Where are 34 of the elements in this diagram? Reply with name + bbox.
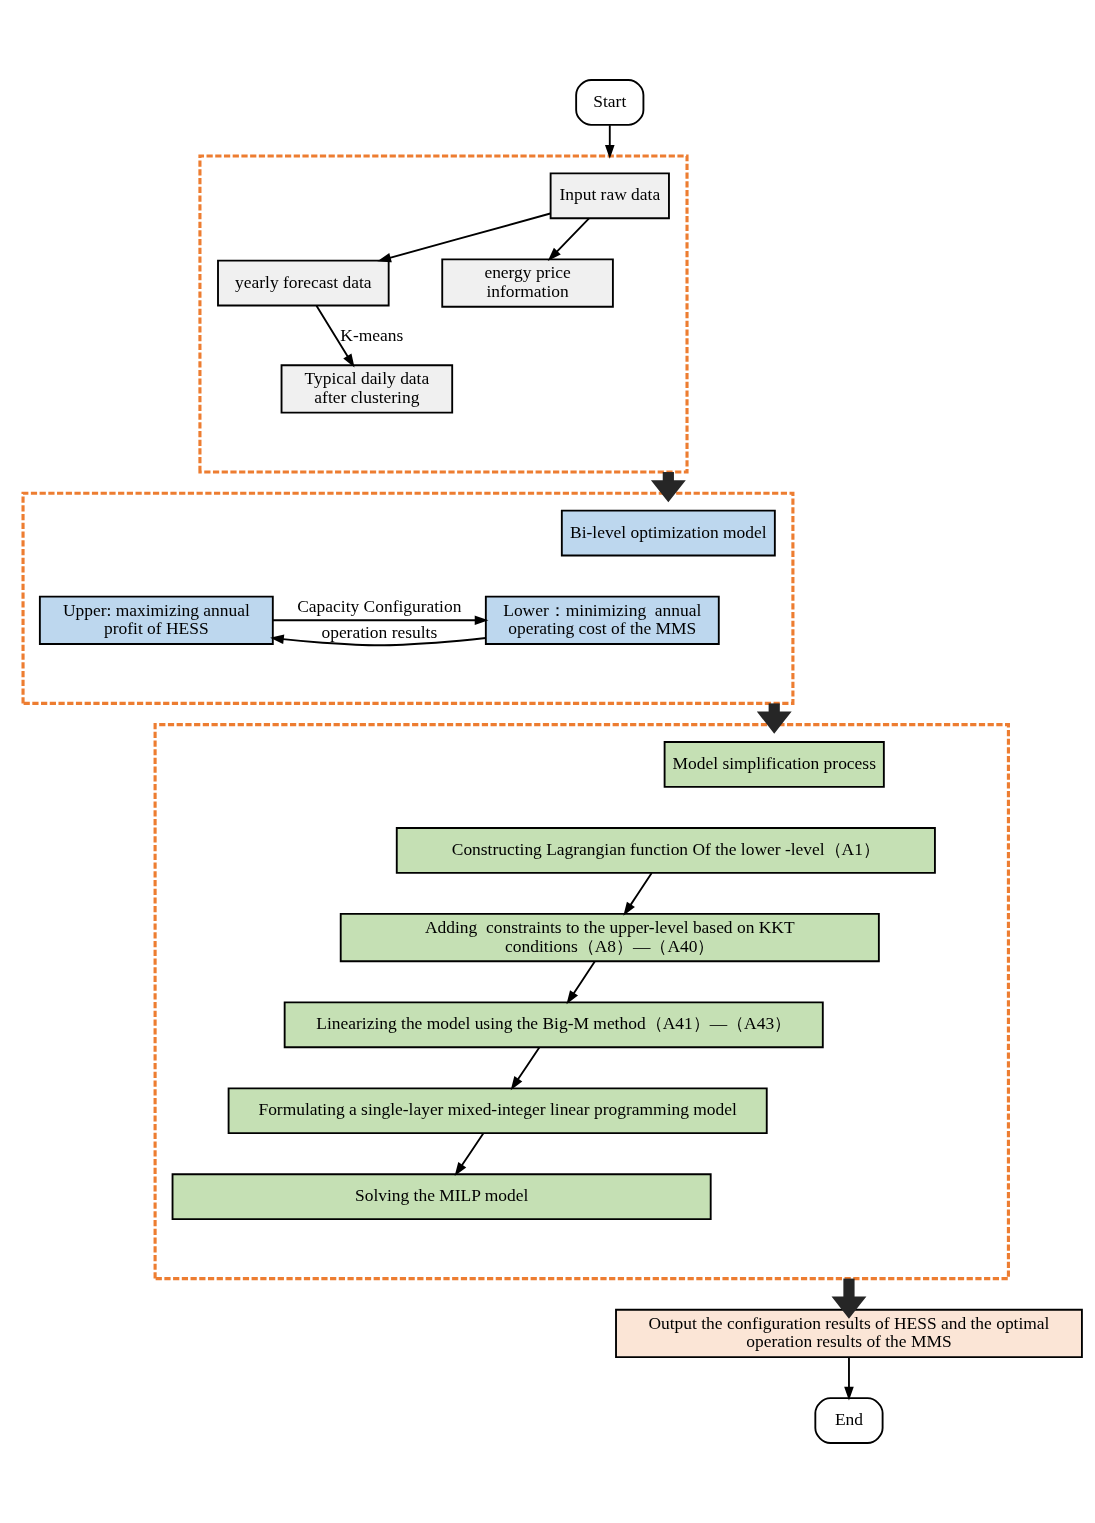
node-box: Solving the MILP model <box>171 1173 712 1221</box>
node-box: Bi-level optimization model <box>560 509 776 557</box>
arrow <box>623 872 653 916</box>
arrow <box>831 1278 867 1319</box>
cluster <box>198 154 689 474</box>
cluster <box>153 723 1010 1281</box>
arrow <box>510 1046 541 1091</box>
arrow <box>547 217 590 261</box>
node-box: Lower：minimizing annual operating cost of the MMS <box>484 595 720 645</box>
node-box: Adding constraints to the upper-level based on KKT conditions（A8）—（A40） <box>339 913 880 963</box>
arrow <box>272 615 489 626</box>
node-box: Model simplification process <box>663 741 885 788</box>
cluster <box>21 491 795 705</box>
node-box: yearly forecast data <box>217 259 390 307</box>
edge-label: operation results <box>321 621 438 642</box>
arrow <box>315 304 355 368</box>
arrow <box>270 634 487 647</box>
node-box: Typical daily data after clustering <box>280 364 454 414</box>
node-box: energy price information <box>441 258 614 308</box>
node-box: Upper: maximizing annual profit of HESS <box>38 595 274 645</box>
node-box: Constructing Lagrangian function Of the lower -level（A1） <box>395 827 936 874</box>
arrow <box>844 1356 854 1401</box>
arrow <box>566 960 596 1005</box>
arrow <box>605 124 615 159</box>
node-box: Formulating a single-layer mixed-integer linear programming model <box>227 1087 768 1135</box>
node-box: Input raw data <box>549 172 670 220</box>
node-box: Linearizing the model using the Big-M method（A41）—（A43） <box>283 1001 824 1049</box>
arrow <box>454 1132 485 1177</box>
arrow <box>377 212 552 263</box>
edge-label: K-means <box>340 324 404 345</box>
edge-label: Capacity Configuration <box>297 595 462 616</box>
node-box: Output the configuration results of HESS and the optimal operation results of the MMS <box>615 1308 1083 1358</box>
node-box: End <box>814 1397 884 1444</box>
node-box: Start <box>575 79 645 126</box>
